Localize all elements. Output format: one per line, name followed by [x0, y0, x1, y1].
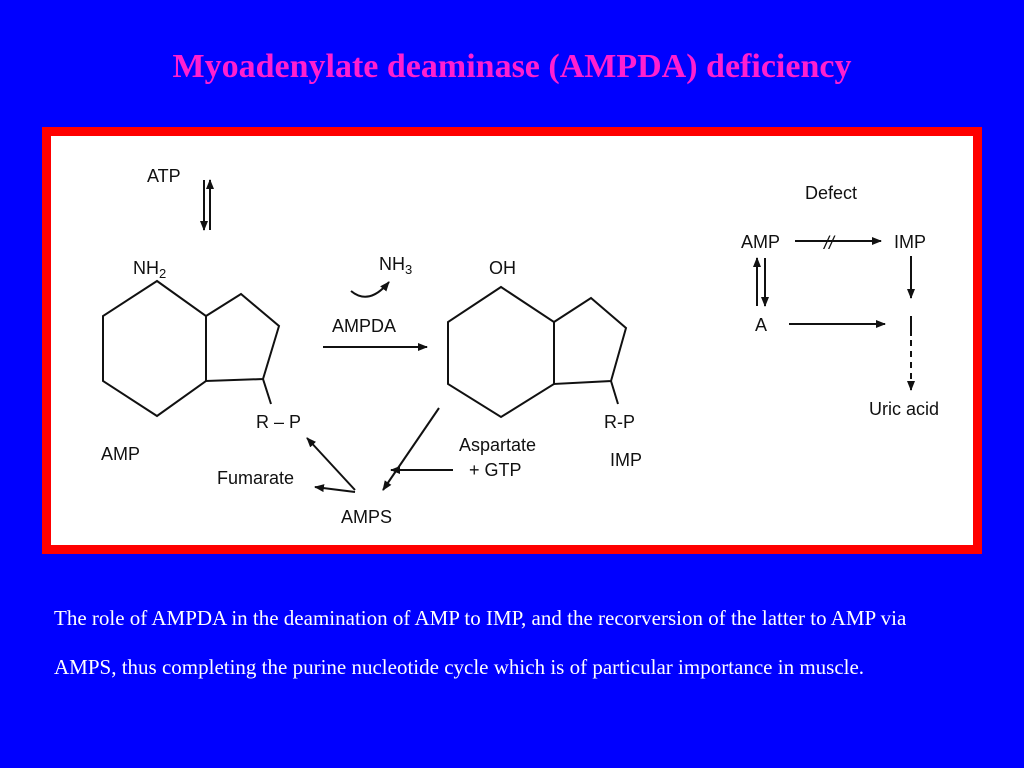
- atp-label: ATP: [147, 166, 181, 186]
- imp-ring-structure: [447, 285, 628, 419]
- amp-rp-label: R – P: [256, 412, 301, 432]
- imp-label: IMP: [610, 450, 642, 470]
- nh3-label: NH3: [379, 254, 412, 277]
- amp-amine-label: NH2: [133, 258, 166, 281]
- purine-cycle-diagram: ATP NH2 R – P AMP NH3: [101, 166, 939, 527]
- adenosine-label: A: [755, 315, 767, 335]
- figure-panel: ATP NH2 R – P AMP NH3: [51, 136, 973, 545]
- caption-text: The role of AMPDA in the deamination of …: [54, 606, 907, 679]
- imp-rp-label: R-P: [604, 412, 635, 432]
- uric-acid-label: Uric acid: [869, 399, 939, 419]
- gtp-label: + GTP: [469, 460, 522, 480]
- amps-pathway-arrows: [306, 407, 453, 493]
- amp-adenosine-arrows: [753, 257, 769, 307]
- defect-imp-label: IMP: [894, 232, 926, 252]
- amp-label: AMP: [101, 444, 140, 464]
- amps-label: AMPS: [341, 507, 392, 527]
- slide-title: Myoadenylate deaminase (AMPDA) deficienc…: [172, 48, 852, 85]
- defect-title: Defect: [805, 183, 857, 203]
- amp-ring-structure: [102, 279, 281, 418]
- nh3-release-arrow: [350, 281, 390, 298]
- ampda-enzyme-label: AMPDA: [332, 316, 396, 336]
- figure-frame: ATP NH2 R – P AMP NH3: [42, 127, 982, 554]
- atp-exchange-arrows: [200, 179, 214, 231]
- defect-amp-label: AMP: [741, 232, 780, 252]
- fumarate-label: Fumarate: [217, 468, 294, 488]
- imp-hydroxyl-label: OH: [489, 258, 516, 278]
- aspartate-label: Aspartate: [459, 435, 536, 455]
- block-mark: //: [822, 233, 836, 253]
